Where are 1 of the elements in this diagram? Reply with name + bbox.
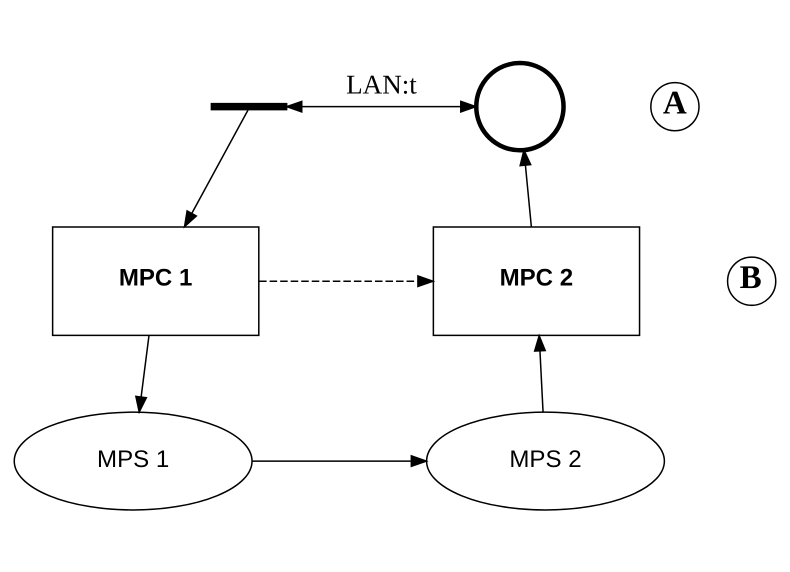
edge-label: LAN:t (346, 69, 417, 100)
